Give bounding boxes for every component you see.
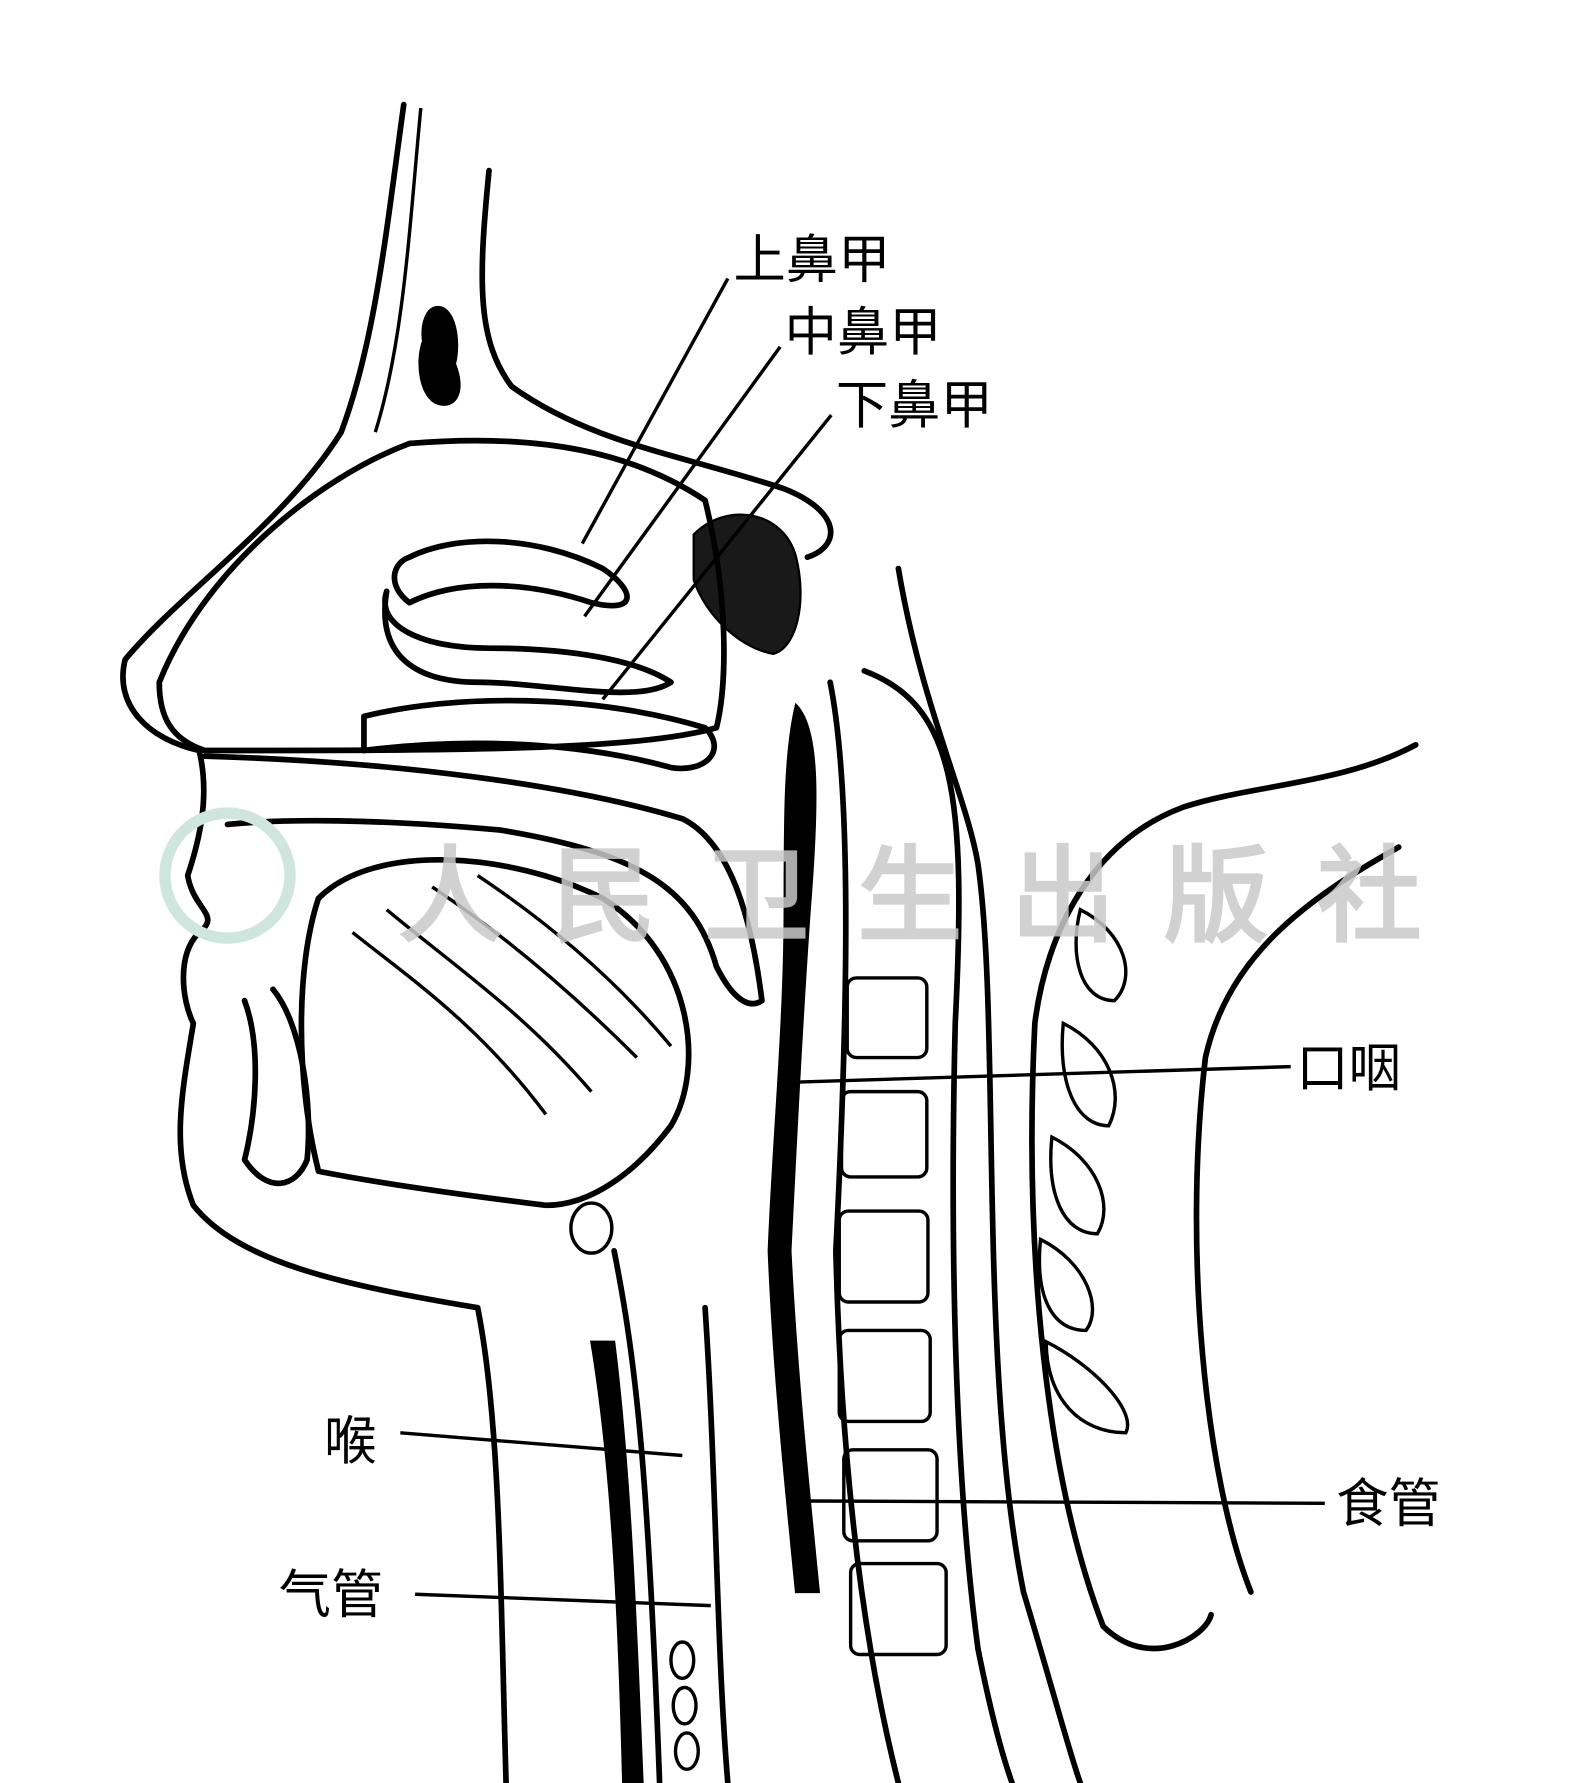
anatomy-drawing: [120, 101, 1419, 1783]
label-middle-turbinate: 中鼻甲: [785, 302, 942, 363]
leader-esophagus: [809, 1499, 1325, 1505]
label-inferior-turbinate: 下鼻甲: [836, 375, 993, 436]
leader-oropharynx: [782, 1064, 1291, 1085]
leader-larynx: [400, 1431, 683, 1458]
vertebrae: [837, 976, 948, 1657]
watermark-logo-icon: [159, 807, 296, 944]
leader-middle-turbinate: [583, 345, 782, 618]
watermark-text: 人民卫生出版社: [398, 835, 1421, 957]
label-trachea: 气管: [279, 1564, 384, 1625]
leader-lines: [400, 277, 1325, 1608]
watermark: 人民卫生出版社: [159, 807, 1421, 957]
leader-inferior-turbinate: [601, 413, 833, 701]
leader-trachea: [415, 1592, 711, 1608]
label-superior-turbinate: 上鼻甲: [734, 229, 891, 290]
leader-superior-turbinate: [580, 277, 730, 545]
label-esophagus: 食管: [1336, 1473, 1441, 1534]
label-oropharynx: 口咽: [1296, 1038, 1401, 1099]
label-larynx: 喉: [324, 1411, 376, 1472]
